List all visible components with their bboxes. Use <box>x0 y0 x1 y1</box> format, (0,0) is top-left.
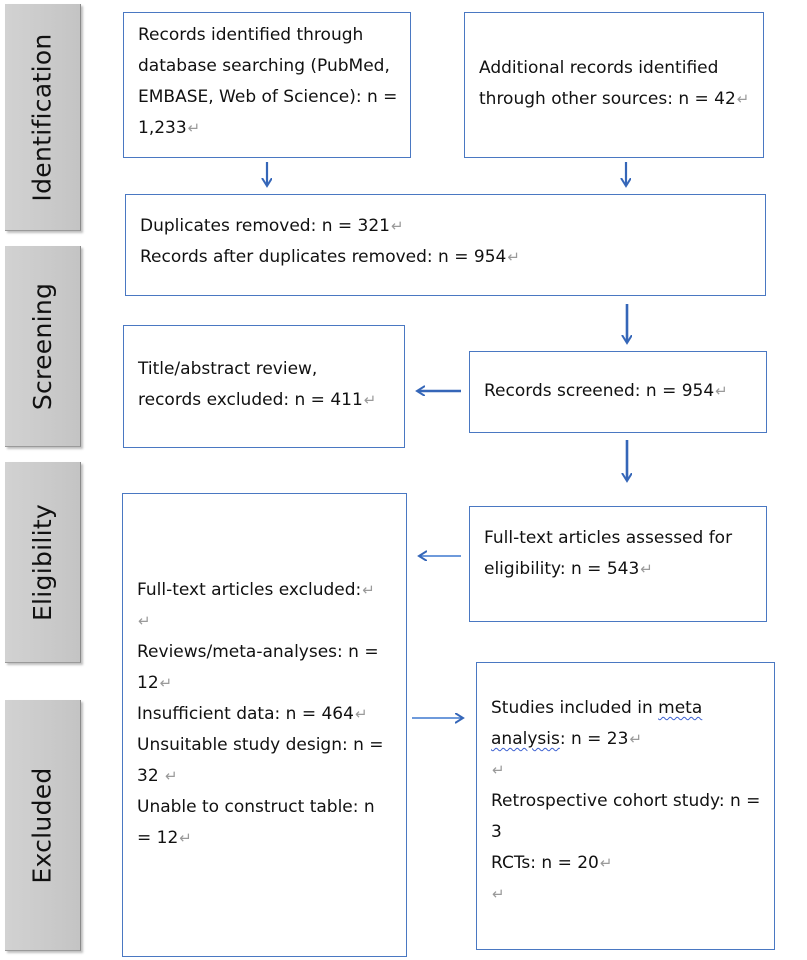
return-mark: ↵ <box>159 674 173 692</box>
box-line: Unable to construct table: n <box>137 792 392 823</box>
box-line-text: database searching (PubMed, <box>138 56 390 76</box>
phase-excluded: Excluded <box>5 700 81 951</box>
return-mark: ↵ <box>138 612 151 630</box>
box-line-text: = 12 <box>137 828 179 848</box>
box-line: EMBASE, Web of Science): n = <box>138 82 398 113</box>
box-line: Duplicates removed: n = 321↵ <box>140 211 751 242</box>
box-line: 32 ↵ <box>137 761 392 792</box>
box-line-text: Records identified through <box>138 25 364 45</box>
included-line-2: analysis: n = 23↵ <box>491 729 643 749</box>
box-line: Full-text articles assessed for <box>484 523 752 554</box>
box-line-text: Unable to construct table: n <box>137 797 375 817</box>
return-mark: ↵ <box>640 560 653 578</box>
return-mark: ↵ <box>492 885 505 903</box>
duplicates-removed-box: Duplicates removed: n = 321↵Records afte… <box>125 194 766 296</box>
studies-included-box: Studies included in meta analysis: n = 2… <box>476 662 775 950</box>
box-line-text: Insufficient data: n = 464 <box>137 704 354 724</box>
return-mark: ↵ <box>354 705 368 723</box>
box-line: = 12↵ <box>137 823 392 854</box>
box-line-text: EMBASE, Web of Science): n = <box>138 87 398 107</box>
box-line: Retrospective cohort study: n = <box>491 786 760 817</box>
return-mark: ↵ <box>179 829 192 847</box>
phase-identification: Identification <box>5 4 81 231</box>
box-line-text: Records screened: n = 954 <box>484 381 715 401</box>
box-line: Insufficient data: n = 464↵ <box>137 699 392 730</box>
box-line: eligibility: n = 543↵ <box>484 554 752 585</box>
box-line: Records identified through <box>138 20 396 51</box>
box-line-text: eligibility: n = 543 <box>484 559 640 579</box>
box-line-text: Duplicates removed: n = 321 <box>140 216 391 236</box>
box-line-text: 3 <box>491 822 502 842</box>
box-line-text: 32 <box>137 766 165 786</box>
box-line-text: 1,233 <box>138 118 187 138</box>
box-line: Title/abstract review, <box>138 354 390 385</box>
return-mark: ↵ <box>363 391 377 409</box>
box-line: database searching (PubMed, <box>138 51 396 82</box>
box-line-text: records excluded: n = 411 <box>138 390 363 410</box>
box-line-text: Retrospective cohort study: n = <box>491 791 761 811</box>
box-line: ↵ <box>137 606 392 637</box>
return-mark: ↵ <box>362 581 375 599</box>
box-line: Reviews/meta-analyses: n = <box>137 637 392 668</box>
box-line-text: Unsuitable study design: n = <box>137 735 384 755</box>
box-line: Unsuitable study design: n = <box>137 730 392 761</box>
return-mark: ↵ <box>629 730 643 748</box>
box-line: Full-text articles excluded:↵ <box>137 575 392 606</box>
box-line-text: Full-text articles excluded: <box>137 580 362 600</box>
title-abstract-excluded-box: Title/abstract review, records excluded: … <box>123 325 405 448</box>
box-line: 1,233↵ <box>138 113 396 144</box>
box-line-text: Reviews/meta-analyses: n = <box>137 642 379 662</box>
return-mark: ↵ <box>715 382 728 400</box>
box-line-text: Title/abstract review, <box>138 359 318 379</box>
return-mark: ↵ <box>165 767 178 785</box>
box-line: 12↵ <box>137 668 392 699</box>
box-line-text: Records after duplicates removed: n = 95… <box>140 247 507 267</box>
box-line-text: RCTs: n = 20 <box>491 853 599 873</box>
box-line-text: through other sources: n = 42 <box>479 89 736 109</box>
box-line-text: Full-text articles assessed for <box>484 528 733 548</box>
box-line: through other sources: n = 42↵ <box>479 84 749 115</box>
box-line: RCTs: n = 20↵ <box>491 848 760 879</box>
other-sources-box: Additional records identified through oth… <box>464 12 764 158</box>
return-mark: ↵ <box>507 248 520 266</box>
box-line: 3 <box>491 817 760 848</box>
box-line: Records screened: n = 954↵ <box>484 376 752 407</box>
box-line: ↵ <box>491 755 760 786</box>
return-mark: ↵ <box>492 761 505 779</box>
database-records-box: Records identified through database searc… <box>123 12 411 158</box>
return-mark: ↵ <box>391 217 404 235</box>
records-screened-box: Records screened: n = 954↵ <box>469 351 767 433</box>
phase-screening: Screening <box>5 246 81 447</box>
fulltext-excluded-box: Full-text articles excluded:↵↵Reviews/me… <box>122 493 407 957</box>
box-line: Records after duplicates removed: n = 95… <box>140 242 751 273</box>
box-line: ↵ <box>491 879 760 910</box>
fulltext-assessed-box: Full-text articles assessed for eligibili… <box>469 506 767 622</box>
return-mark: ↵ <box>736 90 750 108</box>
box-line-text: Additional records identified <box>479 58 719 78</box>
box-line: Additional records identified <box>479 53 749 84</box>
phase-eligibility: Eligibility <box>5 462 81 663</box>
return-mark: ↵ <box>187 119 201 137</box>
box-line-text: 12 <box>137 673 159 693</box>
included-line-1: Studies included in meta <box>491 698 703 718</box>
return-mark: ↵ <box>599 854 613 872</box>
box-line: records excluded: n = 411↵ <box>138 385 390 416</box>
